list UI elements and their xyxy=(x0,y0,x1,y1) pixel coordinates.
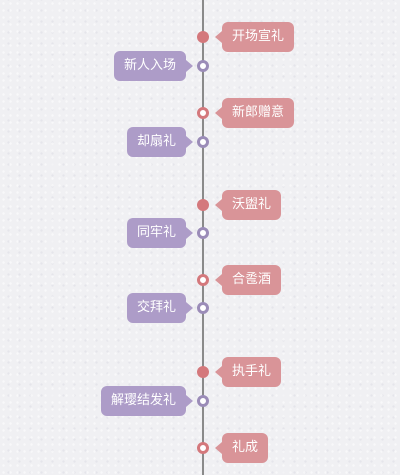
step-label-bubble: 同牢礼 xyxy=(126,218,194,248)
timeline-step-4: 却扇礼 xyxy=(0,127,400,157)
timeline-dot xyxy=(197,199,209,211)
timeline-step-9: 执手礼 xyxy=(0,357,400,387)
timeline-dot xyxy=(197,302,209,314)
step-label-bubble: 新郎赠意 xyxy=(214,98,295,128)
timeline-step-10: 解璎结发礼 xyxy=(0,386,400,416)
step-label-bubble: 开场宣礼 xyxy=(214,22,295,52)
step-label-bubble: 合卺酒 xyxy=(214,265,282,295)
timeline-dot xyxy=(197,136,209,148)
step-label-bubble: 新人入场 xyxy=(113,51,194,81)
timeline-step-7: 合卺酒 xyxy=(0,265,400,295)
step-label-bubble: 却扇礼 xyxy=(126,127,194,157)
timeline-dot xyxy=(197,60,209,72)
timeline-dot xyxy=(197,31,209,43)
step-label-bubble: 交拜礼 xyxy=(126,293,194,323)
timeline-dot xyxy=(197,442,209,454)
timeline-step-2: 新人入场 xyxy=(0,51,400,81)
step-label-bubble: 礼成 xyxy=(214,433,269,463)
timeline-step-8: 交拜礼 xyxy=(0,293,400,323)
timeline-step-1: 开场宣礼 xyxy=(0,22,400,52)
step-label-bubble: 沃盥礼 xyxy=(214,190,282,220)
timeline-dot xyxy=(197,366,209,378)
step-label-bubble: 执手礼 xyxy=(214,357,282,387)
timeline-dot xyxy=(197,107,209,119)
timeline-step-5: 沃盥礼 xyxy=(0,190,400,220)
timeline-dot xyxy=(197,274,209,286)
timeline-step-11: 礼成 xyxy=(0,433,400,463)
step-label-bubble: 解璎结发礼 xyxy=(100,386,194,416)
timeline-step-3: 新郎赠意 xyxy=(0,98,400,128)
timeline-dot xyxy=(197,395,209,407)
timeline-dot xyxy=(197,227,209,239)
timeline-step-6: 同牢礼 xyxy=(0,218,400,248)
